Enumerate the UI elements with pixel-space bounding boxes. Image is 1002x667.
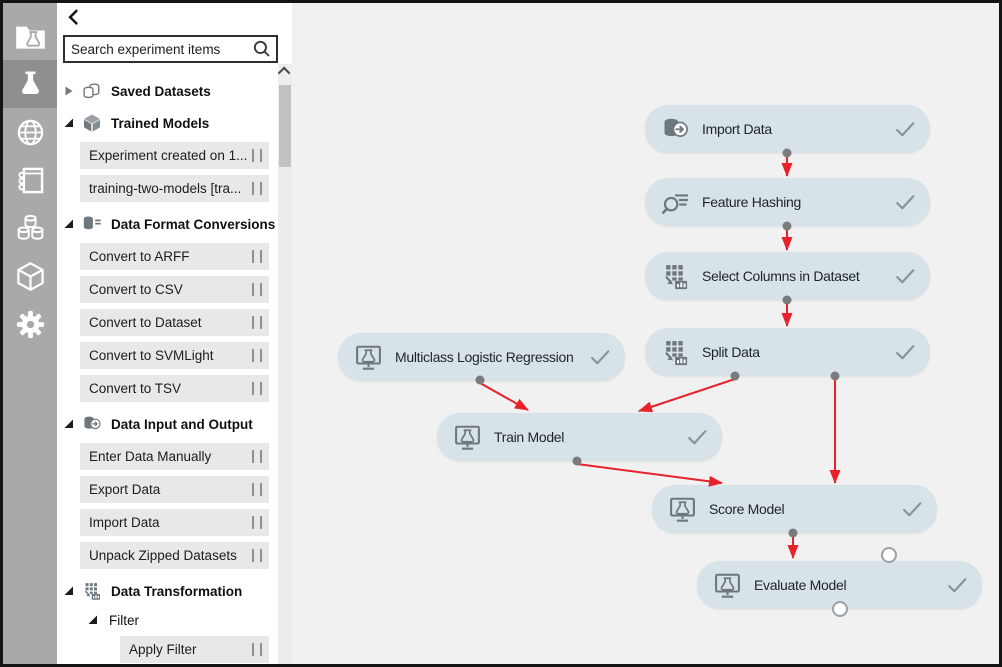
triangle-expanded-icon[interactable] [88, 615, 98, 625]
cube-icon [14, 260, 47, 293]
grid-transform-icon [82, 581, 102, 601]
subcategory-filter[interactable]: Filter [57, 607, 277, 633]
drag-grip-icon [252, 516, 262, 529]
scroll-up-icon[interactable] [277, 64, 292, 79]
triangle-expanded-icon[interactable] [64, 219, 74, 229]
edge-multiclass-logistic-regression-to-train-model [479, 382, 529, 411]
triangle-expanded-icon[interactable] [64, 586, 74, 596]
triangle-expanded-icon[interactable] [64, 419, 74, 429]
drag-grip-icon [252, 182, 262, 195]
notebook-icon [14, 164, 47, 197]
drag-grip-icon [252, 316, 262, 329]
saved-datasets-icon [82, 81, 102, 101]
db-lines-icon [82, 214, 102, 234]
rail-item-experiments[interactable] [3, 12, 57, 60]
gear-icon [14, 308, 47, 341]
node-evaluate-model[interactable]: Evaluate Model [697, 561, 982, 609]
monitor-flask-icon [354, 343, 383, 372]
module-item[interactable]: training-two-models [tra... [80, 175, 269, 202]
category-data-format-conversions[interactable]: Data Format Conversions [57, 208, 277, 240]
module-item[interactable]: Convert to ARFF [80, 243, 269, 270]
trained-models-icon [82, 113, 102, 133]
module-item[interactable]: Export Data [80, 476, 269, 503]
check-icon [894, 341, 916, 363]
datasets-icon [14, 212, 47, 245]
category-trained-models[interactable]: Trained Models [57, 107, 277, 139]
check-icon [894, 265, 916, 287]
drag-grip-icon [252, 250, 262, 263]
drag-grip-icon [252, 483, 262, 496]
collapse-panel-button[interactable] [65, 8, 81, 25]
icon-rail [3, 3, 57, 664]
module-item[interactable]: Enter Data Manually [80, 443, 269, 470]
monitor-flask-icon [668, 495, 697, 524]
module-item[interactable]: Import Data [80, 509, 269, 536]
rail-item-notebooks[interactable] [3, 156, 57, 204]
category-saved-datasets[interactable]: Saved Datasets [57, 75, 277, 107]
node-split-data[interactable]: Split Data [645, 328, 930, 376]
check-icon [686, 426, 708, 448]
triangle-collapsed-icon[interactable] [64, 86, 74, 96]
drag-grip-icon [252, 283, 262, 296]
check-icon [894, 191, 916, 213]
globe-icon [14, 116, 47, 149]
drag-grip-icon [252, 382, 262, 395]
check-icon [901, 498, 923, 520]
module-item[interactable]: Apply Filter [120, 636, 269, 663]
drag-grip-icon [252, 349, 262, 362]
drag-grip-icon [252, 450, 262, 463]
db-arrow-icon [82, 414, 102, 434]
rail-item-settings[interactable] [3, 300, 57, 348]
module-item[interactable]: Convert to Dataset [80, 309, 269, 336]
search-box [63, 35, 278, 63]
module-item[interactable]: Unpack Zipped Datasets [80, 542, 269, 569]
node-feature-hashing[interactable]: Feature Hashing [645, 178, 930, 226]
node-train-model[interactable]: Train Model [437, 413, 722, 461]
drag-grip-icon [252, 549, 262, 562]
category-data-input-and-output[interactable]: Data Input and Output [57, 408, 277, 440]
db-arrow-icon [661, 115, 690, 144]
grid-transform-icon [661, 338, 690, 367]
module-item[interactable]: Convert to CSV [80, 276, 269, 303]
check-icon [589, 346, 611, 368]
open-port [881, 547, 897, 563]
monitor-flask-icon [453, 423, 482, 452]
check-icon [946, 574, 968, 596]
module-item[interactable]: Convert to TSV [80, 375, 269, 402]
monitor-flask-icon [713, 571, 742, 600]
flask-icon [14, 68, 47, 101]
node-select-columns-in-dataset[interactable]: Select Columns in Dataset [645, 252, 930, 300]
triangle-expanded-icon[interactable] [64, 118, 74, 128]
rail-item-trained-models[interactable] [3, 252, 57, 300]
category-data-transformation[interactable]: Data Transformation [57, 575, 277, 607]
drag-grip-icon [252, 149, 262, 162]
drag-grip-icon [252, 643, 262, 656]
module-item[interactable]: Experiment created on 1... [80, 142, 269, 169]
search-icon[interactable] [252, 39, 272, 59]
scrollbar-thumb[interactable] [279, 85, 291, 167]
search-input[interactable] [65, 41, 252, 57]
node-multiclass-logistic-regression[interactable]: Multiclass Logistic Regression [338, 333, 625, 381]
rail-item-experiment-editor[interactable] [3, 60, 57, 108]
folder-flask-icon [14, 20, 47, 53]
edge-split-data-to-train-model [638, 378, 736, 413]
module-item[interactable]: Convert to SVMLight [80, 342, 269, 369]
rail-item-datasets[interactable] [3, 204, 57, 252]
grid-transform-icon [661, 262, 690, 291]
node-score-model[interactable]: Score Model [652, 485, 937, 533]
node-import-data[interactable]: Import Data [645, 105, 930, 153]
edge-train-model-to-score-model [576, 463, 723, 487]
magnifier-lines-icon [661, 188, 690, 217]
chevron-left-icon [68, 9, 78, 25]
check-icon [894, 118, 916, 140]
rail-item-web-services[interactable] [3, 108, 57, 156]
sidebar-scrollbar[interactable] [277, 64, 292, 664]
